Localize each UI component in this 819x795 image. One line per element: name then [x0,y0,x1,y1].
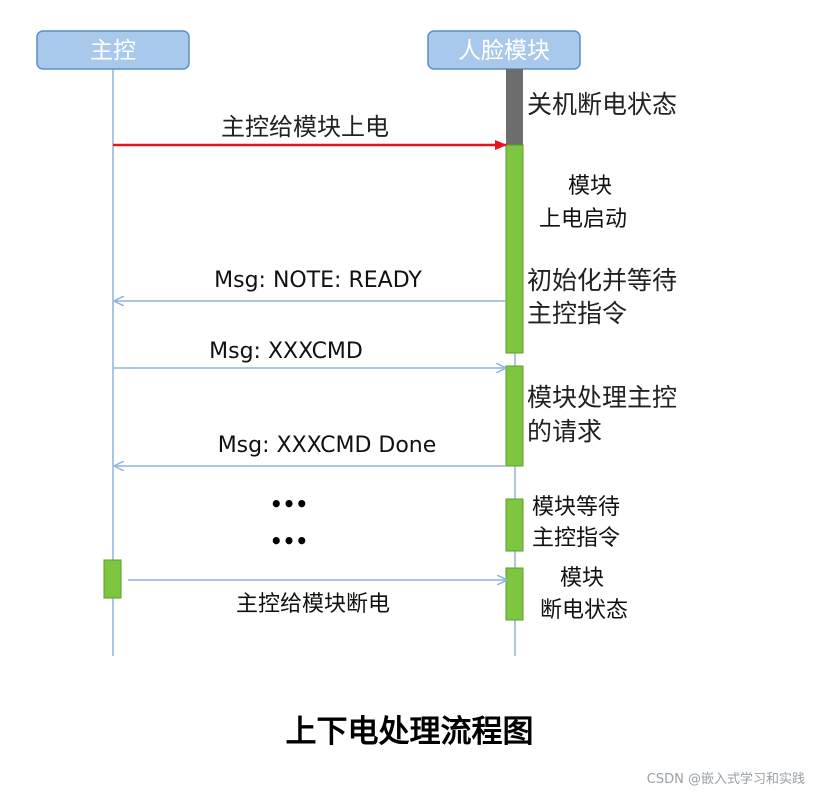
state-wait-line2: 主控指令 [532,526,620,551]
participant-master: 主控 [36,30,190,70]
message-cmd-label: Msg: XXXCMD [209,339,363,364]
watermark: CSDN @嵌入式学习和实践 [646,772,805,787]
state-process-line2: 的请求 [527,417,602,446]
activation-master-power-off [103,559,122,599]
state-power-off-label: 关机断电状态 [527,90,677,119]
participant-module: 人脸模块 [427,30,581,70]
state-off-line2: 断电状态 [540,598,628,623]
diagram-title: 上下电处理流程图 [285,714,534,750]
state-process-line1: 模块处理主控 [527,383,677,412]
activation-processing [505,365,524,467]
message-power-off-label: 主控给模块断电 [236,592,390,617]
ellipsis-2: ••• [270,529,308,553]
activation-module-off [505,567,524,621]
state-boot-line2: 上电启动 [539,207,627,232]
state-off-line1: 模块 [560,566,604,591]
activation-power-off [506,69,523,145]
state-init-line2: 主控指令 [527,299,627,328]
state-init-line1: 初始化并等待 [527,266,677,295]
participant-module-label: 人脸模块 [458,38,550,64]
state-boot-line1: 模块 [568,174,612,199]
message-ready-label: Msg: NOTE: READY [214,268,422,293]
participant-master-label: 主控 [90,38,136,64]
activation-boot-init [505,144,524,354]
ellipsis-1: ••• [270,492,308,516]
state-wait-line1: 模块等待 [532,495,620,520]
activation-waiting [505,498,524,552]
message-power-on-label: 主控给模块上电 [221,113,389,141]
message-cmd-done-label: Msg: XXXCMD Done [218,433,437,458]
